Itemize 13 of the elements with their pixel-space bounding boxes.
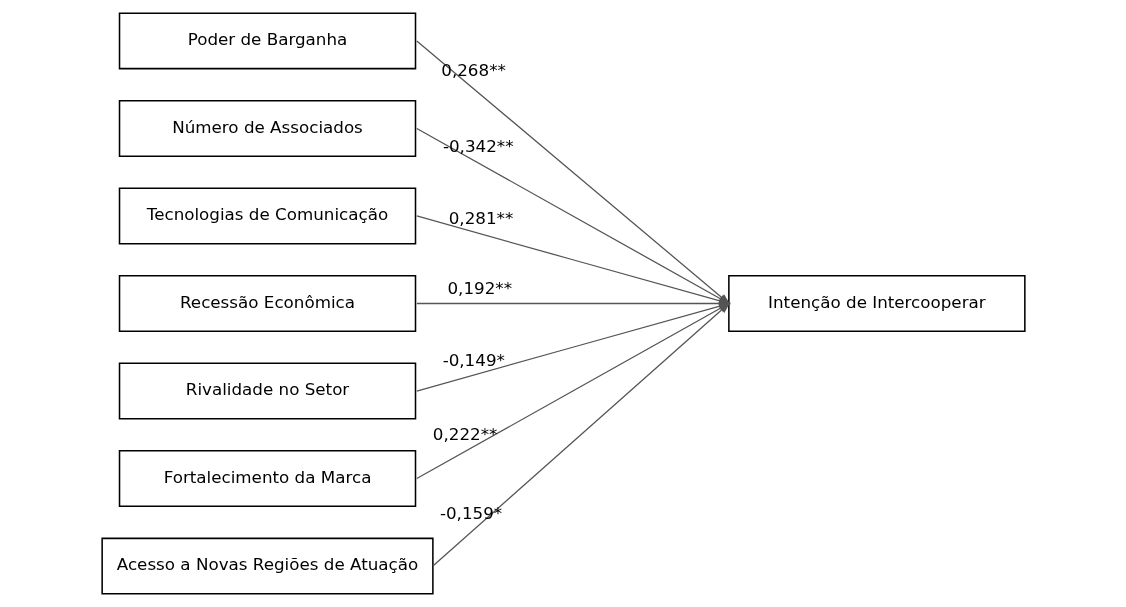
edge-label: 0,281** [448,208,513,229]
node-box: Intenção de Intercooperar [727,275,1026,332]
node-box: Número de Associados [118,100,416,157]
edge-label: -0,342** [442,135,514,156]
node-box: Recessão Econômica [118,275,416,332]
node-box: Tecnologias de Comunicação [118,187,416,245]
edge-label: -0,149* [442,349,505,370]
node-box: Rivalidade no Setor [118,362,416,420]
edge-label: 0,222** [432,424,497,445]
node-box: Poder de Barganha [118,12,416,70]
node-box: Fortalecimento da Marca [118,450,416,507]
edge-label: 0,192** [446,278,512,299]
node-box: Acesso a Novas Regiões de Atuação [100,537,434,595]
